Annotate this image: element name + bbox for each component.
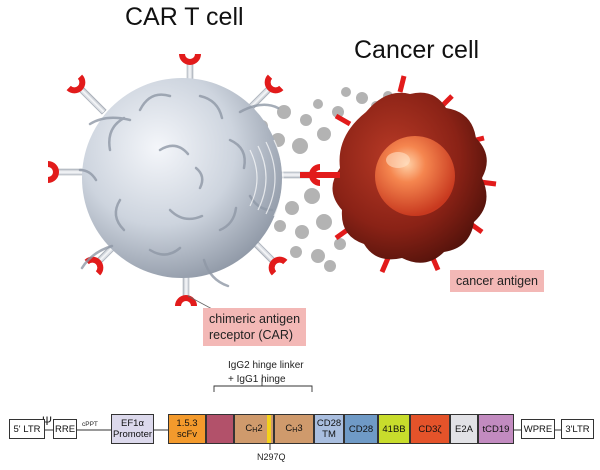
e2a-label: E2A bbox=[455, 423, 473, 435]
cancer-antigen-label: cancer antigen bbox=[450, 270, 545, 292]
cd28-label: CD28 bbox=[348, 423, 374, 435]
tcd19-label: tCD19 bbox=[482, 423, 510, 435]
41bb-label: 41BB bbox=[382, 423, 406, 435]
promoter-label: Promoter bbox=[112, 429, 153, 440]
ltr-5-label: 5' LTR bbox=[13, 423, 41, 435]
wpre-label: WPRE bbox=[523, 423, 553, 435]
cd28-tm-line1: CD28 bbox=[316, 418, 342, 429]
hinge-annotation-line1: IgG2 hinge linker bbox=[228, 360, 304, 371]
mutation-label: N297Q bbox=[257, 452, 286, 462]
n297q-marker bbox=[267, 414, 271, 444]
scfv-clone-label: 1.5.3 bbox=[176, 418, 198, 429]
cd28-element: CD28 bbox=[344, 414, 378, 444]
ch3-element: CH3 bbox=[274, 414, 314, 444]
car-t-cell bbox=[78, 78, 284, 288]
cd3z-element: CD3ζ bbox=[410, 414, 450, 444]
psi-label: Ψ bbox=[42, 414, 53, 428]
car-label-line2: receptor (CAR) bbox=[209, 328, 294, 342]
ch2-label: CH2 bbox=[245, 422, 263, 434]
ltr-3-element: 3'LTR bbox=[561, 419, 594, 439]
ef1a-label: EF1α bbox=[121, 418, 144, 429]
ef1a-promoter-element: EF1α Promoter bbox=[111, 414, 154, 444]
e2a-element: E2A bbox=[450, 414, 478, 444]
hinge-annotation-line2: + IgG1 hinge bbox=[228, 374, 286, 385]
tcd19-element: tCD19 bbox=[478, 414, 514, 444]
ch3-label: CH3 bbox=[285, 422, 303, 434]
hinge-element bbox=[206, 414, 234, 444]
cd3z-label: CD3ζ bbox=[418, 423, 442, 435]
scfv-element: 1.5.3 scFv bbox=[168, 414, 206, 444]
scfv-label: scFv bbox=[176, 429, 198, 440]
car-antigen-binding bbox=[300, 172, 340, 178]
wpre-element: WPRE bbox=[521, 419, 555, 439]
rre-label: RRE bbox=[54, 423, 76, 435]
rre-element: RRE bbox=[53, 419, 77, 439]
cancer-cell-title: Cancer cell bbox=[354, 36, 480, 64]
41bb-element: 41BB bbox=[378, 414, 410, 444]
ltr-3-label: 3'LTR bbox=[565, 423, 590, 435]
car-t-cell-title: CAR T cell bbox=[125, 3, 244, 31]
car-label: chimeric antigen receptor (CAR) bbox=[203, 308, 307, 346]
cppt-label: cPPT bbox=[82, 421, 98, 428]
ltr-5-element: 5' LTR bbox=[9, 419, 45, 439]
cancer-cell bbox=[332, 75, 497, 273]
cd28-tm-line2: TM bbox=[322, 429, 336, 440]
cd28-tm-element: CD28 TM bbox=[314, 414, 344, 444]
car-label-line1: chimeric antigen bbox=[209, 312, 301, 326]
